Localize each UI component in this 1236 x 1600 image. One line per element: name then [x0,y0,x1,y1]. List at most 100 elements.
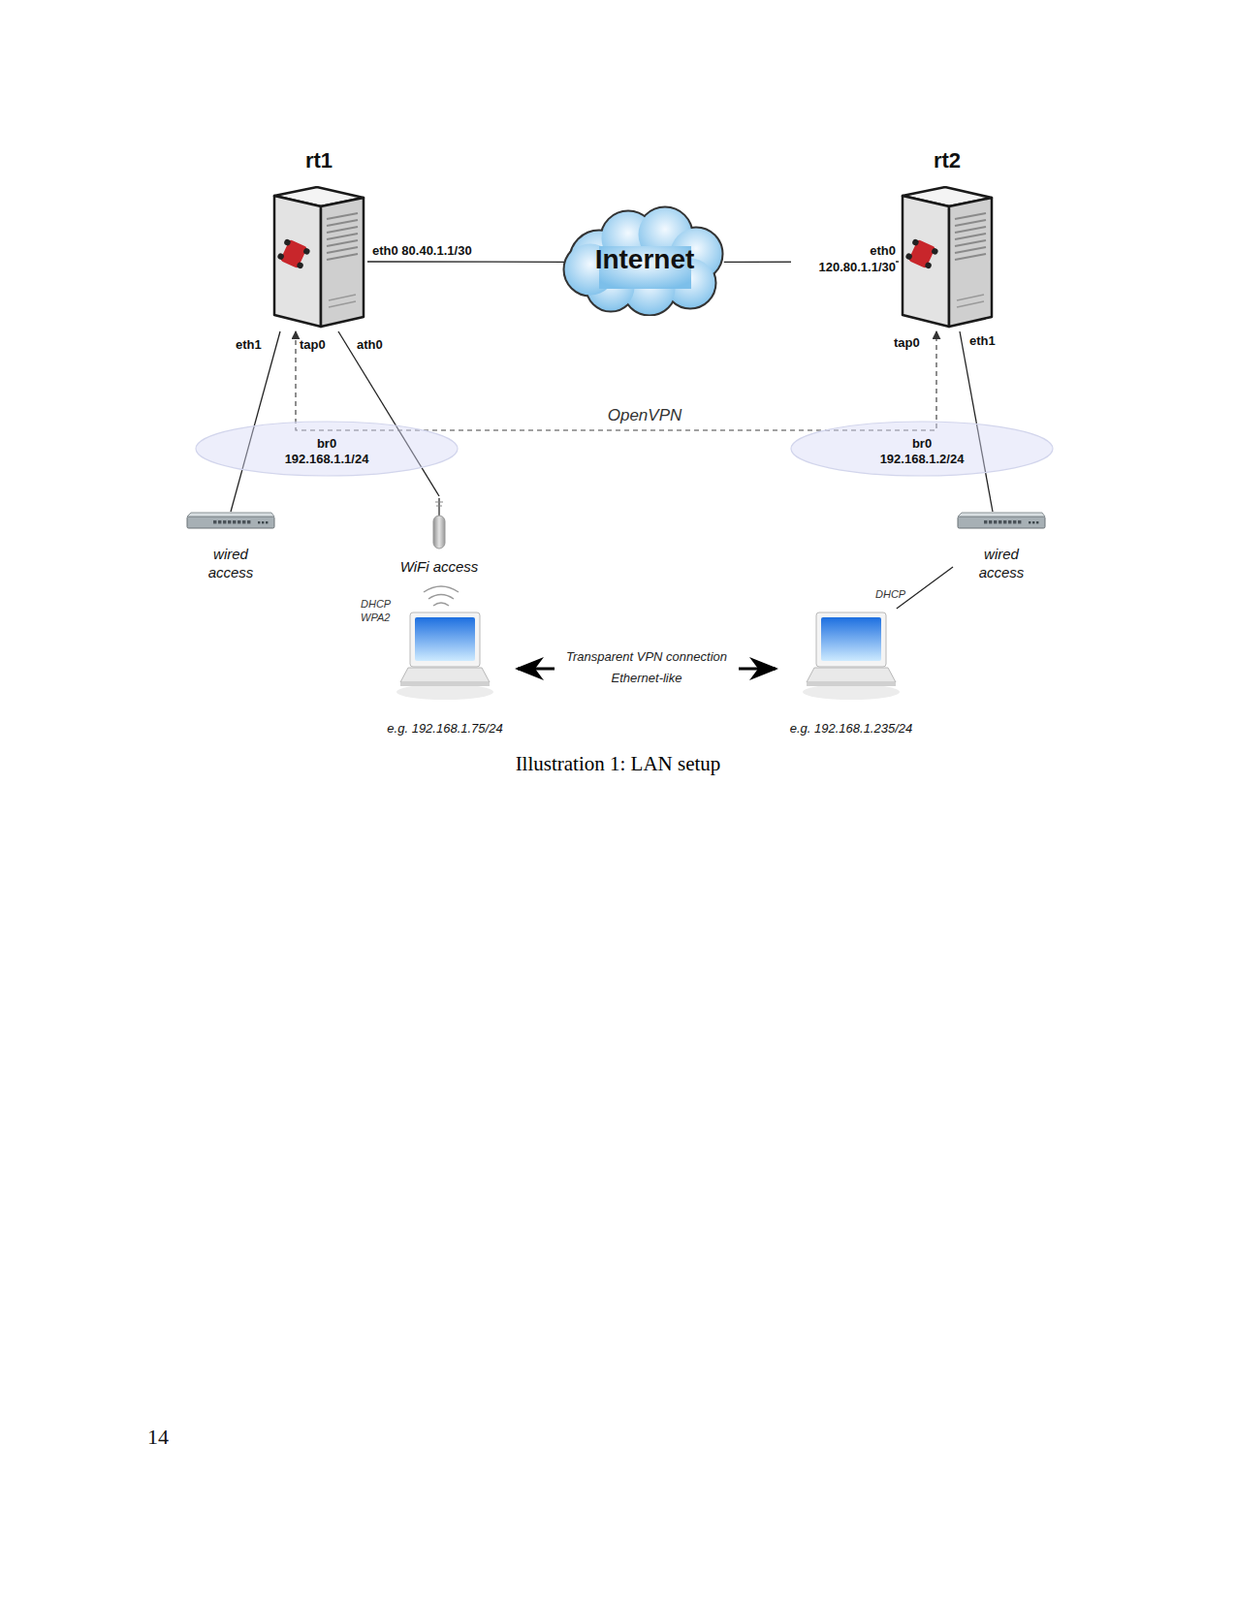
server-front [949,197,992,327]
switch-port [993,520,997,524]
laptop-body [394,608,496,702]
laptop-lid [816,612,887,667]
wifi-wave [423,586,459,593]
switch-led [1032,521,1035,524]
laptop-shadow [802,684,900,700]
vent-slot [328,294,356,301]
node-label: e.g. 192.168.1.75/24 [386,721,503,737]
wifi-note: DHCP [360,598,391,610]
node-label: wired access [972,544,1031,582]
cloud-fill [565,208,723,316]
switch-front [957,516,1046,529]
bridge-label: 192.168.1.1/24 [285,451,370,468]
laptop-body [800,608,902,702]
router-server: rt1 [270,147,368,332]
logo [904,237,940,271]
server-icon [898,186,996,329]
logo-wheel [276,252,286,261]
interface-name: tap0 [299,337,326,352]
switch-port [1008,520,1012,524]
router-name: rt2 [933,147,961,175]
logo-wheel [930,247,940,256]
server-icon [270,186,368,329]
logo-wheel [911,238,920,248]
link-label: Transparent VPN connection Ethernet-like [554,646,739,690]
vent-slot [326,226,358,233]
bridge-label: 192.168.1.2/24 [880,451,965,468]
laptop-edge [400,682,490,687]
bridge-label: br0 [316,436,337,452]
vent-slot [328,301,356,308]
switch-port [1003,520,1007,524]
node-label: Internet [595,244,696,276]
switch-led [261,521,264,524]
wifi-note: WPA2 [360,611,390,624]
wifi-antenna: WiFi access [394,496,485,590]
logo [276,237,312,271]
vent-slot [954,240,986,247]
logo-wheel [923,261,933,271]
link-label: OpenVPN [586,405,703,426]
switch-port [218,520,222,524]
logo-wheel [302,247,312,256]
link-label: eth0 80.40.1.1/30 [372,242,477,259]
vent-slot [326,233,358,240]
link-label: eth0 120.80.1.1/30 [791,242,896,276]
ellipse-shape [791,421,1053,476]
antenna-body [433,515,445,549]
link-line [959,331,993,512]
interface-name: tap0 [893,335,920,350]
switch-port [1013,520,1016,524]
logo-wheel [295,261,305,271]
link-label: eth1 [969,333,996,349]
laptop-shadow [396,684,494,700]
vent-slot [326,240,358,247]
logo-wheel [283,238,292,248]
switch-top [957,512,1046,517]
antenna-icon [424,496,454,551]
laptop-screen [414,617,476,662]
wifi-wave [428,595,454,601]
vent-slot [954,247,986,254]
vent-slot [956,294,984,301]
switch-port [247,520,251,524]
vent-slot [954,220,986,226]
link-line [896,567,953,609]
switch-port [232,520,236,524]
laptop-icon: e.g. 192.168.1.235/24 [775,608,927,745]
cloud-border [564,207,723,316]
switch-led [1036,521,1039,524]
switch-body [956,511,1046,530]
link-line [367,260,566,263]
logo-body [280,239,308,269]
internet-cloud: Internet [560,203,729,317]
logo-wheel [904,252,914,261]
bridge-ellipse: br0192.168.1.2/24 [789,419,1055,478]
switch-port [227,520,231,524]
switch-port [998,520,1002,524]
switch-port [242,520,246,524]
switch-body [186,511,276,530]
switch-port [222,520,226,524]
bridge-label: br0 [912,436,932,452]
node-label: WiFi access [400,558,479,576]
node-label: e.g. 192.168.1.235/24 [790,721,914,737]
switch-led [257,521,260,524]
vent-slot [326,247,358,254]
laptop-base [400,667,490,683]
switch-front [187,516,275,529]
laptop-screen [821,617,882,662]
server-side [902,195,950,327]
laptop-lid [410,612,480,667]
vpn-tunnel [295,331,937,431]
switch-led [1028,521,1031,524]
switch-port [213,520,217,524]
bridge-ellipse: br0192.168.1.1/24 [193,419,460,478]
link-line [230,331,281,512]
laptop-edge [806,682,896,687]
switch-led [265,521,268,524]
wifi-wave [433,602,449,606]
link-label: ath0 [356,337,383,353]
